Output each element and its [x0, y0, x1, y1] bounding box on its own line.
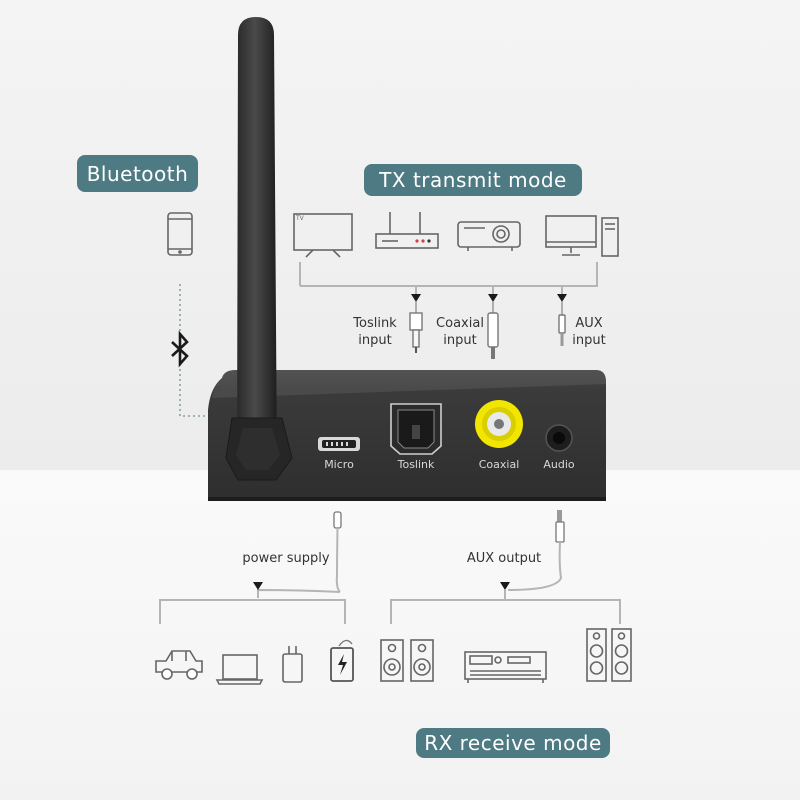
toslink-cable-icon	[409, 302, 423, 353]
toslink-input-line1: Toslink	[353, 316, 397, 331]
tx-bracket	[299, 262, 598, 296]
toslink-port-label: Toslink	[397, 458, 435, 471]
micro-port-label: Micro	[324, 458, 354, 471]
background-table	[0, 470, 800, 800]
micro-usb-port	[318, 437, 360, 451]
coaxial-input-line1: Coaxial	[436, 316, 484, 331]
coaxial-port	[475, 400, 523, 448]
audio-jack-port	[545, 424, 573, 452]
aux-input-line1: AUX	[575, 316, 603, 331]
router-icon	[375, 212, 439, 249]
toslink-input-label: Toslink input	[347, 315, 403, 349]
audio-port-label: Audio	[543, 458, 575, 471]
av-receiver-icon	[464, 651, 547, 683]
bluetooth-mode-label: Bluetooth	[77, 155, 198, 192]
power-arrow	[253, 582, 263, 590]
aux-cable-icon	[558, 302, 566, 346]
power-supply-label: power supply	[242, 551, 330, 566]
toslink-port	[390, 403, 442, 455]
laptop-icon	[215, 654, 264, 685]
monitor-pc-icon	[545, 215, 619, 257]
aux-output-label: AUX output	[466, 551, 542, 566]
rx-mode-label: RX receive mode	[416, 728, 610, 758]
power-bank-icon	[330, 639, 354, 682]
aux-input-label: AUX input	[566, 315, 612, 349]
charger-icon	[282, 646, 303, 683]
aux-output-cable-icon	[507, 510, 565, 591]
aux-input-line2: input	[572, 333, 606, 348]
rx-audio-bracket	[390, 590, 621, 624]
coaxial-input-label: Coaxial input	[432, 315, 488, 349]
car-icon	[155, 650, 203, 680]
projector-icon	[457, 221, 521, 251]
tx-arrows	[411, 294, 567, 302]
bluetooth-icon	[171, 330, 189, 368]
antenna	[225, 17, 293, 481]
tower-speakers-icon	[586, 628, 632, 682]
coaxial-cable-icon	[487, 302, 499, 359]
toslink-input-line2: input	[358, 333, 392, 348]
tv-badge-label: TV	[296, 215, 304, 222]
phone-icon	[167, 212, 193, 256]
rx-power-bracket	[159, 588, 346, 624]
power-cable-icon	[333, 511, 342, 593]
aux-output-arrow	[500, 582, 510, 590]
coaxial-input-line2: input	[443, 333, 477, 348]
tx-mode-label: TX transmit mode	[364, 164, 582, 196]
bookshelf-speakers-icon	[380, 639, 434, 682]
tv-icon	[293, 213, 353, 258]
coaxial-port-label: Coaxial	[478, 458, 520, 471]
